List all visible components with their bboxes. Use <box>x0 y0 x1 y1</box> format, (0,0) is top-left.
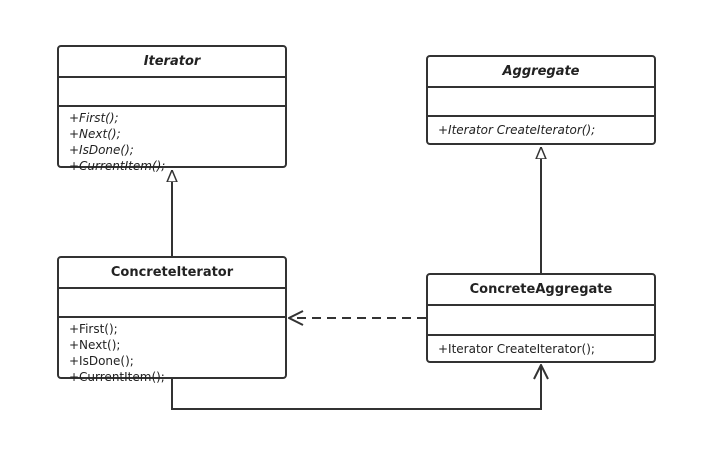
class-name: Aggregate <box>428 57 654 88</box>
association-line-concrete-iterator-to-concrete-aggregate <box>171 365 541 410</box>
operation: +Next(); <box>69 338 121 352</box>
attributes-compartment <box>59 289 285 318</box>
operations-compartment: +First(); +Next(); +IsDone(); +CurrentIt… <box>59 107 285 174</box>
operation: +First(); <box>69 322 118 336</box>
class-name: ConcreteIterator <box>59 258 285 289</box>
class-name: Iterator <box>59 47 285 78</box>
iterator-class-box[interactable]: Iterator +First(); +Next(); +IsDone(); +… <box>57 45 287 173</box>
concrete-aggregate-class-box[interactable]: ConcreteAggregate +Iterator CreateIterat… <box>426 273 656 363</box>
attributes-compartment <box>428 88 654 117</box>
attributes-compartment <box>428 306 654 336</box>
aggregate-class-box[interactable]: Aggregate +Iterator CreateIterator(); <box>426 55 656 145</box>
operation: +Iterator CreateIterator(); <box>438 123 596 137</box>
operation: +IsDone(); <box>69 143 134 157</box>
operation: +CurrentItem(); <box>69 159 166 173</box>
operations-compartment: +First(); +Next(); +IsDone(); +CurrentIt… <box>59 318 285 385</box>
operation: +First(); <box>69 111 119 125</box>
operations-compartment: +Iterator CreateIterator(); <box>428 336 654 357</box>
operation: +Next(); <box>69 127 121 141</box>
class-name: ConcreteAggregate <box>428 275 654 306</box>
concrete-iterator-class-box[interactable]: ConcreteIterator +First(); +Next(); +IsD… <box>57 256 287 384</box>
operation: +IsDone(); <box>69 354 134 368</box>
operation: +CurrentItem(); <box>69 370 165 384</box>
attributes-compartment <box>59 78 285 107</box>
operations-compartment: +Iterator CreateIterator(); <box>428 117 654 138</box>
operation: +Iterator CreateIterator(); <box>438 342 595 356</box>
